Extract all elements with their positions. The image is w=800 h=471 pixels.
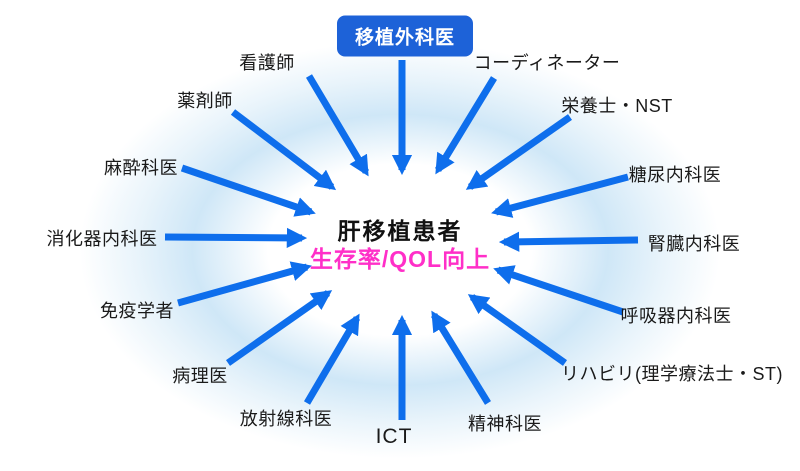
center-subtitle: 生存率/QOL向上 bbox=[309, 246, 491, 272]
arrow-pharmacist bbox=[230, 109, 337, 191]
label-gastroenterologist: 消化器内科医 bbox=[46, 229, 158, 249]
label-nurse: 看護師 bbox=[239, 53, 295, 73]
arrow-nutritionist-nst bbox=[465, 114, 573, 190]
arrow-nurse bbox=[305, 74, 370, 177]
center-title: 肝移植患者 bbox=[337, 218, 463, 244]
arrow-coordinator bbox=[435, 76, 497, 175]
arrow-pulmonologist bbox=[493, 265, 625, 316]
center-text: 肝移植患者 生存率/QOL向上 bbox=[310, 217, 490, 273]
arrow-anesthesiologist bbox=[180, 164, 316, 217]
label-pharmacist: 薬剤師 bbox=[177, 91, 233, 111]
label-diabetologist: 糖尿内科医 bbox=[628, 165, 722, 185]
label-radiologist: 放射線科医 bbox=[239, 409, 333, 429]
label-pulmonologist: 呼吸器内科医 bbox=[620, 306, 732, 326]
label-anesthesiologist: 麻酔科医 bbox=[104, 158, 178, 178]
arrow-rehabilitation bbox=[467, 294, 568, 366]
arrow-immunologist bbox=[177, 261, 312, 307]
label-coordinator: コーディネーター bbox=[473, 53, 621, 73]
label-psychiatrist: 精神科医 bbox=[468, 414, 542, 434]
label-nutritionist-nst: 栄養士・NST bbox=[561, 96, 673, 116]
arrow-gastroenterologist bbox=[164, 227, 308, 249]
label-transplant-surgeon: 移植外科医 bbox=[336, 15, 474, 57]
label-nephrologist: 腎臓内科医 bbox=[647, 234, 741, 254]
arrow-psychiatrist bbox=[431, 310, 491, 405]
arrow-pathologist bbox=[225, 290, 333, 366]
label-pathologist: 病理医 bbox=[172, 366, 228, 386]
label-immunologist: 免疫学者 bbox=[100, 301, 174, 321]
arrow-diabetologist bbox=[491, 173, 629, 218]
label-ict: ICT bbox=[375, 425, 413, 448]
arrow-radiologist bbox=[303, 313, 361, 405]
label-rehabilitation: リハビリ(理学療法士・ST) bbox=[561, 364, 783, 384]
arrow-nephrologist bbox=[498, 231, 639, 252]
